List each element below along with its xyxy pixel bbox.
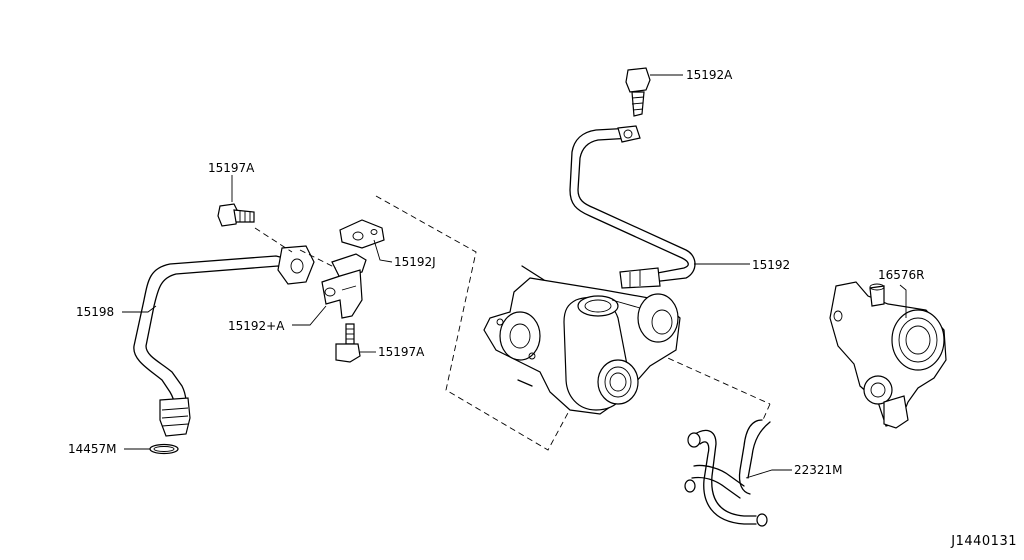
assembly-outline — [375, 195, 577, 451]
callout-14457M: 14457M — [68, 442, 117, 456]
diagram-reference-code: J1440131 — [950, 534, 1017, 549]
callout-15192A: 15192A — [686, 68, 733, 82]
bolt-15197A-top — [217, 203, 255, 227]
callout-16576R: 16576R — [878, 268, 925, 282]
hose-22321M — [684, 419, 771, 527]
turbocharger-assembly — [483, 265, 681, 415]
oil-feed-pipe-15192 — [569, 125, 696, 289]
oil-return-pipe-15198 — [133, 245, 315, 437]
eye-bolt-15192A — [625, 67, 651, 117]
callout-15197A-top: 15197A — [208, 161, 255, 175]
callout-15198: 15198 — [76, 305, 114, 319]
leader-lines — [122, 74, 907, 479]
callout-15192plusA: 15192+A — [228, 319, 285, 333]
callout-15197A-bottom: 15197A — [378, 345, 425, 359]
throttle-chamber-16576R — [829, 281, 947, 429]
callout-15192: 15192 — [752, 258, 790, 272]
bolt-15197A-bottom — [335, 323, 361, 363]
gasket-15192J — [339, 219, 385, 249]
callout-22321M: 22321M — [794, 463, 843, 477]
callout-15192J: 15192J — [394, 255, 436, 269]
bracket-15192plusA — [321, 253, 367, 319]
